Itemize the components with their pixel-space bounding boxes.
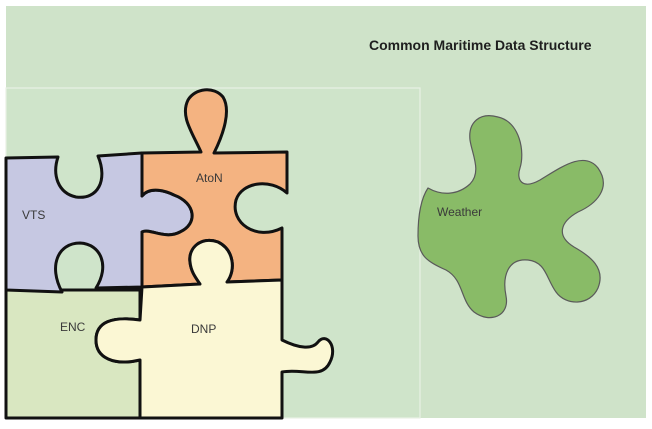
aton-label: AtoN [196,171,223,185]
enc-label: ENC [60,320,86,334]
diagram-title: Common Maritime Data Structure [369,37,592,53]
weather-label: Weather [437,205,482,219]
vts-label: VTS [22,208,45,222]
weather-piece [417,115,604,319]
dnp-piece [94,239,335,420]
dnp-label: DNP [191,322,216,336]
